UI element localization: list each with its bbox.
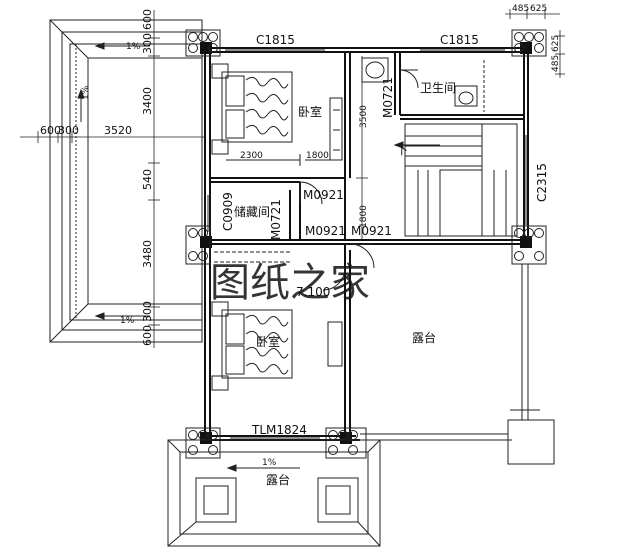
slope-label-left: 1% <box>81 85 91 100</box>
door-label-m0921-a: M0921 <box>303 188 344 202</box>
column-circle-symbols <box>185 29 547 459</box>
left-dimension-lines <box>20 10 205 348</box>
dim-bed-2300: 2300 <box>240 151 263 161</box>
door-label-bath-m0721: M0721 <box>381 77 395 118</box>
dim-right-485: 485 <box>551 55 561 72</box>
dim-horizontal-300: 300 <box>58 124 79 137</box>
room-label-bedroom-bottom: 卧室 <box>256 334 280 349</box>
dim-left-3400: 3400 <box>141 87 154 115</box>
window-marks <box>207 49 527 439</box>
dim-bed-1800: 1800 <box>306 151 329 161</box>
top-right-dimensions <box>505 9 565 78</box>
window-label-c1815-right: C1815 <box>440 33 479 47</box>
room-label-storage: 储藏间 <box>234 204 270 219</box>
hall-dimension-lines <box>356 56 368 240</box>
dim-right-625: 625 <box>551 35 561 52</box>
window-label-c2315: C2315 <box>535 163 549 202</box>
bed-bottom <box>211 251 343 391</box>
dim-left-3480: 3480 <box>141 240 154 268</box>
left-roof <box>49 19 203 343</box>
dim-left-540: 540 <box>141 169 154 190</box>
dim-left-300-top: 300 <box>141 33 154 54</box>
dim-left-300-bottom: 300 <box>141 301 154 322</box>
dim-horizontal-3520: 3520 <box>104 124 132 137</box>
bottom-balcony <box>167 439 381 547</box>
slope-label-bottom: 1% <box>120 316 135 326</box>
door-label-tlm1824: TLM1824 <box>251 423 307 437</box>
bathroom-fixtures <box>361 57 485 112</box>
dim-left-600-bottom: 600 <box>141 325 154 346</box>
slope-label-top: 1% <box>126 42 141 52</box>
level-label: 7.100 <box>296 285 330 299</box>
dim-horizontal-600: 600 <box>40 124 61 137</box>
dim-hall-1800: 1800 <box>359 205 369 228</box>
watermark-text: 图纸之家 <box>210 260 370 306</box>
staircase <box>393 123 518 237</box>
dim-top-625: 625 <box>530 4 547 14</box>
room-label-bedroom-top: 卧室 <box>298 104 322 119</box>
interior-walls <box>210 52 528 436</box>
slope-label-balcony: 1% <box>262 458 277 468</box>
window-label-c1815-left: C1815 <box>256 33 295 47</box>
room-label-terrace-bottom: 露台 <box>266 472 290 487</box>
left-roof-slope-arrows <box>77 42 150 320</box>
door-label-m0921-c: M0921 <box>351 224 392 238</box>
dim-hall-3500: 3500 <box>359 105 369 128</box>
stair-direction-label: 下 <box>396 143 408 157</box>
door-label-m0921-b: M0921 <box>305 224 346 238</box>
dim-top-485: 485 <box>512 4 529 14</box>
door-label-storage-m0721: M0721 <box>269 199 283 240</box>
bed-top <box>211 63 343 166</box>
room-label-bathroom: 卫生间 <box>420 81 456 95</box>
door-swings <box>299 69 419 291</box>
window-label-c0909: C0909 <box>221 192 235 231</box>
right-terrace <box>360 264 555 465</box>
room-label-terrace-right: 露台 <box>412 330 436 345</box>
dim-left-600: 600 <box>141 9 154 30</box>
